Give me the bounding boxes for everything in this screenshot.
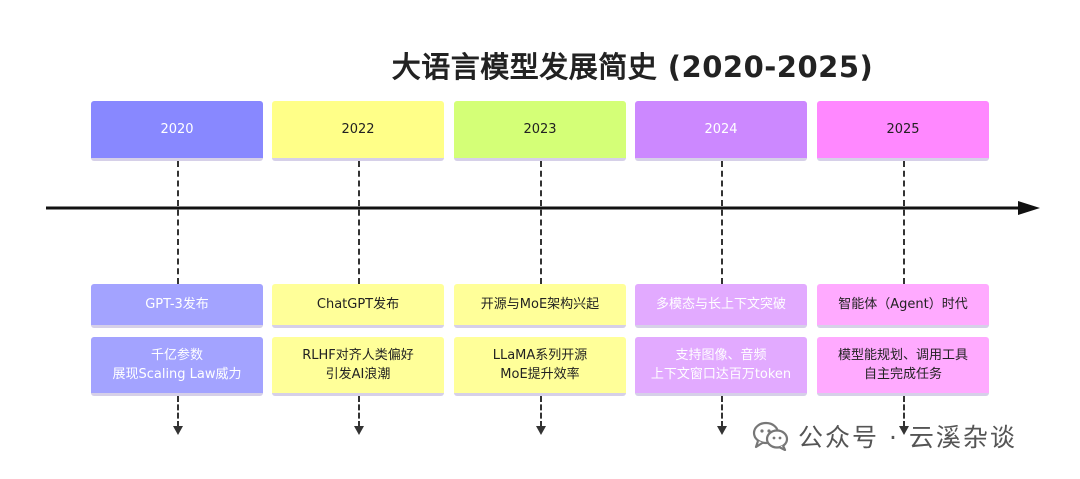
watermark-text: 公众号 · 云溪杂谈 [798, 423, 1017, 452]
event-box: 智能体（Agent）时代 [817, 284, 989, 328]
year-box: 2023 [454, 101, 626, 161]
year-box: 2024 [635, 101, 807, 161]
diagram-title: 大语言模型发展简史 (2020-2025) [391, 50, 874, 84]
year-label: 2023 [523, 122, 557, 137]
detail-label: LLaMA系列开源 MoE提升效率 [492, 348, 588, 382]
year-box: 2025 [817, 101, 989, 161]
milestone-2020: 2020 GPT-3发布 千亿参数 展现Scaling Law威力 [91, 0, 263, 479]
detail-box: 模型能规划、调用工具 自主完成任务 [817, 337, 989, 396]
arrow-down-icon [536, 426, 546, 435]
event-box: 多模态与长上下文突破 [635, 284, 807, 328]
connector-dashed [721, 396, 723, 427]
connector-dashed [721, 161, 723, 284]
connector-dashed [177, 161, 179, 284]
event-label: 多模态与长上下文突破 [655, 297, 786, 312]
arrow-down-icon [354, 426, 364, 435]
event-label: 开源与MoE架构兴起 [480, 297, 600, 312]
detail-label: 支持图像、音频 上下文窗口达百万token [650, 348, 792, 382]
detail-box: 支持图像、音频 上下文窗口达百万token [635, 337, 807, 396]
detail-box: LLaMA系列开源 MoE提升效率 [454, 337, 626, 396]
arrow-down-icon [899, 426, 909, 435]
milestone-2023: 2023 开源与MoE架构兴起 LLaMA系列开源 MoE提升效率 [454, 0, 626, 479]
detail-box: 千亿参数 展现Scaling Law威力 [91, 337, 263, 396]
detail-label: 模型能规划、调用工具 自主完成任务 [837, 348, 968, 382]
timeline-axis [46, 201, 1040, 215]
year-label: 2024 [704, 122, 738, 137]
connector-dashed [358, 396, 360, 427]
connector-dashed [903, 396, 905, 427]
arrow-down-icon [173, 426, 183, 435]
event-label: 智能体（Agent）时代 [838, 297, 968, 312]
arrow-down-icon [717, 426, 727, 435]
year-label: 2022 [341, 122, 375, 137]
milestone-2024: 2024 多模态与长上下文突破 支持图像、音频 上下文窗口达百万token [635, 0, 807, 479]
year-label: 2020 [160, 122, 194, 137]
connector-dashed [177, 396, 179, 427]
event-label: GPT-3发布 [145, 297, 209, 312]
connector-dashed [540, 396, 542, 427]
event-box: ChatGPT发布 [272, 284, 444, 328]
event-label: ChatGPT发布 [316, 297, 400, 312]
detail-label: 千亿参数 展现Scaling Law威力 [112, 348, 242, 382]
watermark: 公众号 · 云溪杂谈 [752, 418, 1017, 454]
detail-label: RLHF对齐人类偏好 引发AI浪潮 [302, 348, 414, 382]
connector-dashed [540, 161, 542, 284]
event-box: GPT-3发布 [91, 284, 263, 328]
year-box: 2022 [272, 101, 444, 161]
wechat-icon [752, 421, 789, 451]
year-box: 2020 [91, 101, 263, 161]
event-box: 开源与MoE架构兴起 [454, 284, 626, 328]
milestone-2022: 2022 ChatGPT发布 RLHF对齐人类偏好 引发AI浪潮 [272, 0, 444, 479]
milestone-2025: 2025 智能体（Agent）时代 模型能规划、调用工具 自主完成任务 [817, 0, 989, 479]
connector-dashed [358, 161, 360, 284]
detail-box: RLHF对齐人类偏好 引发AI浪潮 [272, 337, 444, 396]
connector-dashed [903, 161, 905, 284]
year-label: 2025 [886, 122, 920, 137]
